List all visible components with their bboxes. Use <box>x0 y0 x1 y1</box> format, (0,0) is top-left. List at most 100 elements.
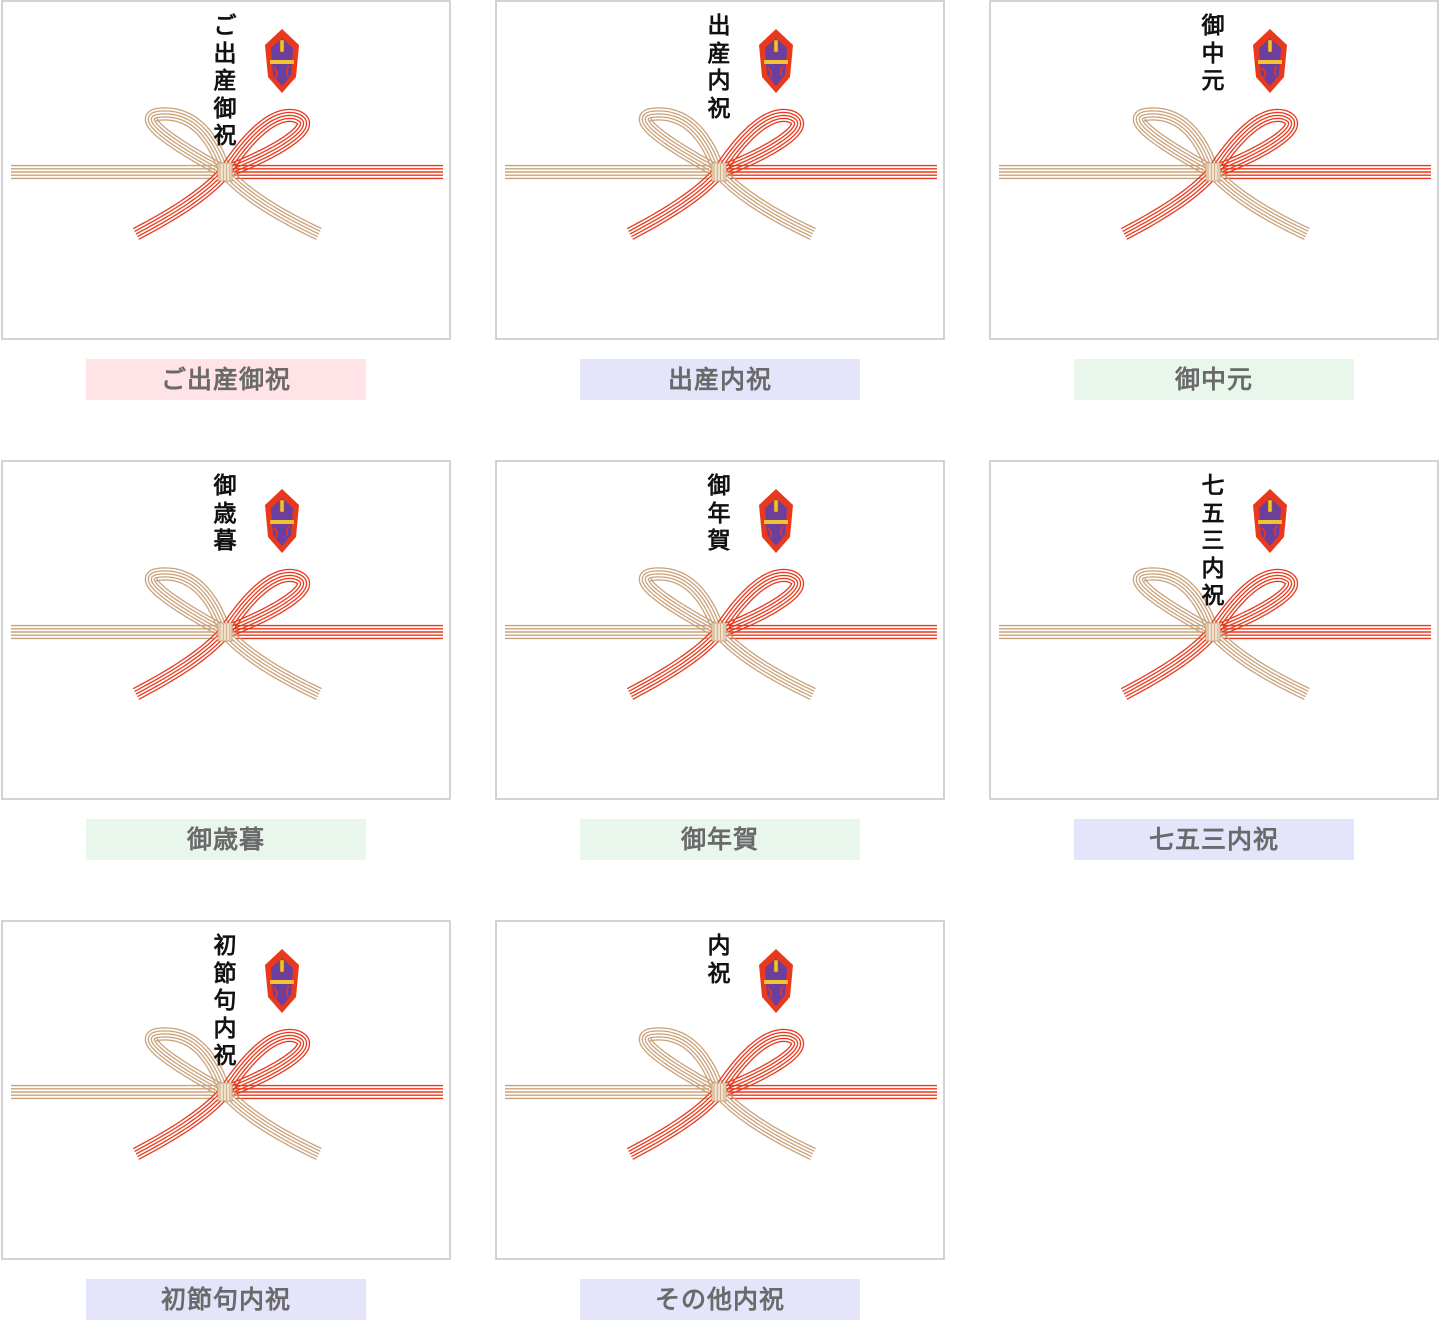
mizuhiki-band-left <box>11 624 215 640</box>
omote-gaki-char: 句 <box>213 987 237 1014</box>
mizuhiki-band-right <box>235 624 443 640</box>
noshi-label[interactable]: 出産内祝 <box>580 359 860 400</box>
noshi-option-onenga[interactable]: 御年賀御年賀 <box>495 460 945 862</box>
omote-gaki-char: 歳 <box>213 499 237 527</box>
omote-gaki-char: 御 <box>213 94 237 122</box>
noshi-label[interactable]: 御中元 <box>1074 359 1354 400</box>
noshi-ornament-icon <box>759 949 793 1013</box>
mizuhiki-knot <box>711 622 727 642</box>
omote-gaki-char: ご <box>213 12 237 39</box>
omote-gaki-text: 御歳暮 <box>205 472 245 555</box>
noshi-card[interactable]: 御中元 <box>989 0 1439 340</box>
noshi-label[interactable]: 御歳暮 <box>86 819 366 860</box>
omote-gaki-char: 初 <box>213 932 237 959</box>
omote-gaki-text: 御中元 <box>1193 12 1233 95</box>
noshi-artwork <box>11 29 443 240</box>
noshi-artwork <box>505 949 937 1160</box>
omote-gaki-text: 出産内祝 <box>699 12 739 122</box>
mizuhiki-band-right <box>1223 164 1431 180</box>
mizuhiki-knot <box>711 1082 727 1102</box>
noshi-card[interactable]: 七五三内祝 <box>989 460 1439 800</box>
mizuhiki-loop-right <box>1207 108 1299 179</box>
noshi-card[interactable]: 初節句内祝 <box>1 920 451 1260</box>
noshi-ornament-icon <box>265 489 299 553</box>
mizuhiki-tail-left <box>1120 167 1218 240</box>
mizuhiki-knot <box>217 622 233 642</box>
omote-gaki-char: 産 <box>707 39 731 67</box>
omote-gaki-char: 御 <box>707 472 731 499</box>
mizuhiki-loop-right <box>713 1028 805 1099</box>
omote-gaki-char: 暮 <box>213 527 237 554</box>
noshi-card[interactable]: 内祝 <box>495 920 945 1260</box>
noshi-option-shussan-uchiiwai[interactable]: 出産内祝出産内祝 <box>495 0 945 402</box>
mizuhiki-tail-left <box>626 627 724 700</box>
noshi-stick <box>773 499 779 513</box>
noshi-card[interactable]: 御歳暮 <box>1 460 451 800</box>
noshi-stick <box>1267 39 1273 53</box>
noshi-stick <box>1267 499 1273 513</box>
noshi-band <box>270 520 294 524</box>
noshi-option-sonota-uchiiwai[interactable]: 内祝その他内祝 <box>495 920 945 1322</box>
noshi-stick <box>279 959 285 973</box>
noshi-stick <box>773 959 779 973</box>
mizuhiki-tail-right <box>1208 627 1310 700</box>
noshi-ornament-icon <box>1253 29 1287 93</box>
mizuhiki-loop-left <box>144 567 232 638</box>
mizuhiki-knot <box>1205 162 1221 182</box>
noshi-accent <box>767 985 784 999</box>
noshi-label[interactable]: 七五三内祝 <box>1074 819 1354 860</box>
noshi-label[interactable]: その他内祝 <box>580 1279 860 1320</box>
omote-gaki-char: 賀 <box>707 527 731 554</box>
noshi-band <box>1258 60 1282 64</box>
noshi-stick <box>279 39 285 53</box>
mizuhiki-band-left <box>999 624 1203 640</box>
mizuhiki-loop-left <box>144 1027 232 1098</box>
omote-gaki-char: 内 <box>213 1014 237 1042</box>
noshi-label[interactable]: 御年賀 <box>580 819 860 860</box>
noshi-option-ochugen[interactable]: 御中元御中元 <box>989 0 1439 402</box>
mizuhiki-tail-right <box>714 1087 816 1160</box>
noshi-option-go-shussan-oiwai[interactable]: ご出産御祝ご出産御祝 <box>1 0 451 402</box>
noshi-band <box>764 520 788 524</box>
mizuhiki-knot <box>217 162 233 182</box>
mizuhiki-loop-right <box>219 1028 311 1099</box>
omote-gaki-char: 中 <box>1201 39 1225 67</box>
noshi-band <box>764 60 788 64</box>
omote-gaki-char: 出 <box>707 12 731 39</box>
noshi-stick <box>773 39 779 53</box>
noshi-label[interactable]: 初節句内祝 <box>86 1279 366 1320</box>
mizuhiki-tail-right <box>220 167 322 240</box>
mizuhiki-band-left <box>505 624 709 640</box>
mizuhiki-loop-left <box>638 567 726 638</box>
noshi-accent <box>273 525 290 539</box>
noshi-band <box>764 980 788 984</box>
noshi-option-oseibo[interactable]: 御歳暮御歳暮 <box>1 460 451 862</box>
noshi-label[interactable]: ご出産御祝 <box>86 359 366 400</box>
mizuhiki-tail-left <box>1120 627 1218 700</box>
mizuhiki-loop-right <box>713 108 805 179</box>
noshi-artwork <box>505 489 937 700</box>
noshi-stick <box>279 499 285 513</box>
mizuhiki-band-right <box>235 164 443 180</box>
mizuhiki-band-right <box>729 1084 937 1100</box>
omote-gaki-char: 御 <box>213 472 237 499</box>
noshi-band <box>1258 520 1282 524</box>
noshi-option-shichigosan-uchiiwai[interactable]: 七五三内祝七五三内祝 <box>989 460 1439 862</box>
noshi-card[interactable]: 出産内祝 <box>495 0 945 340</box>
noshi-accent <box>273 985 290 999</box>
mizuhiki-loop-left <box>144 107 232 178</box>
mizuhiki-loop-left <box>1132 567 1220 638</box>
noshi-band <box>270 980 294 984</box>
omote-gaki-char: 内 <box>707 932 731 959</box>
mizuhiki-band-right <box>1223 624 1431 640</box>
noshi-accent <box>1261 65 1278 79</box>
noshi-artwork <box>999 29 1431 240</box>
mizuhiki-knot <box>1205 622 1221 642</box>
omote-gaki-char: 内 <box>1201 554 1225 582</box>
noshi-option-hatsuzekku-uchiiwai[interactable]: 初節句内祝初節句内祝 <box>1 920 451 1322</box>
omote-gaki-char: 三 <box>1201 527 1225 554</box>
omote-gaki-char: 節 <box>213 959 237 987</box>
noshi-card[interactable]: 御年賀 <box>495 460 945 800</box>
mizuhiki-loop-right <box>219 568 311 639</box>
noshi-card[interactable]: ご出産御祝 <box>1 0 451 340</box>
